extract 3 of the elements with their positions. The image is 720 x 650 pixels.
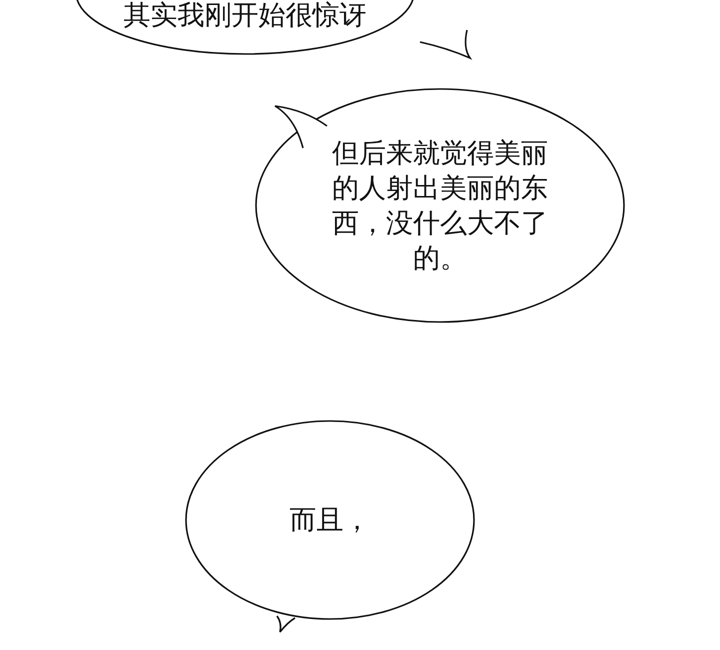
- speech-text: 而且，: [290, 504, 370, 538]
- speech-text: 其实我刚开始很惊讶: [124, 0, 366, 33]
- speech-text: 但后来就觉得美丽的人射出美丽的东西，没什么大不了的。: [331, 136, 549, 276]
